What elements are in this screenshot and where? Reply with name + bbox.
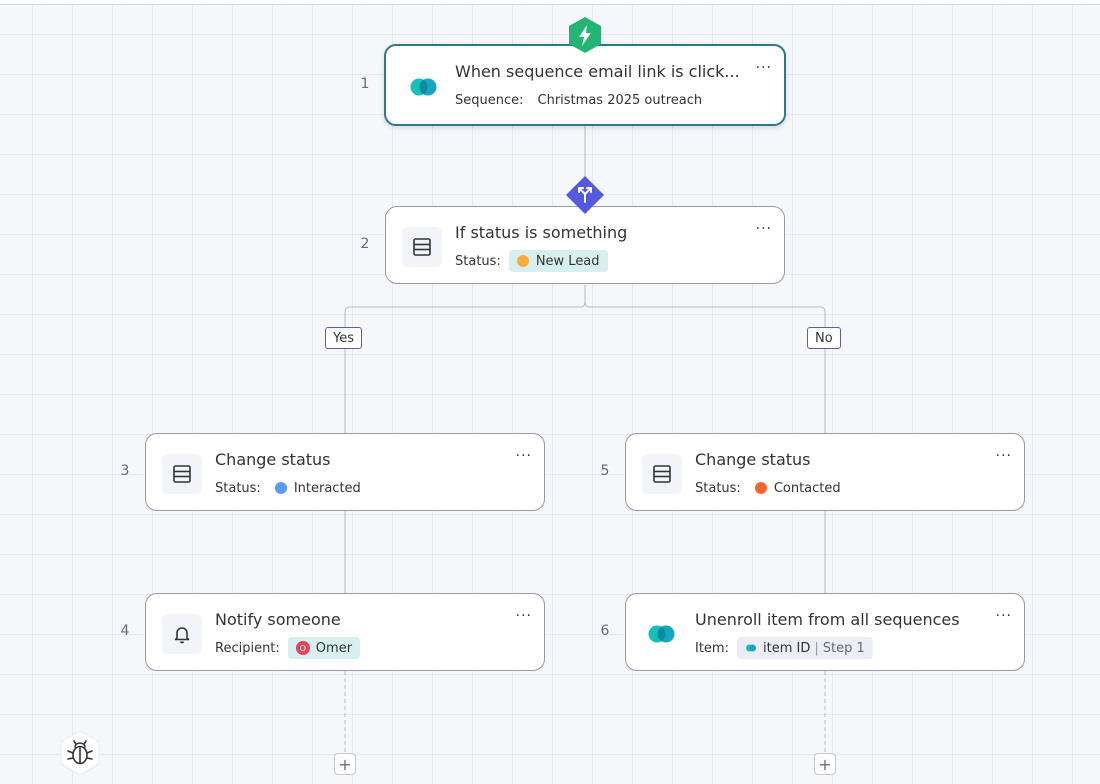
step-number: 5 <box>600 463 610 479</box>
detail-label: Status: <box>215 480 261 496</box>
item-id-value: item ID <box>762 640 811 656</box>
branch-icon <box>565 175 605 215</box>
branch-no-label: No <box>807 327 841 349</box>
more-options-button[interactable]: ··· <box>515 608 532 624</box>
more-options-button[interactable]: ··· <box>755 221 772 237</box>
action-card-notify[interactable]: Notify someone Recipient: O Omer ··· <box>145 593 545 671</box>
sequence-logo-icon <box>404 67 444 107</box>
step-title: Notify someone <box>215 610 341 629</box>
status-value: Contacted <box>773 480 841 496</box>
condition-card[interactable]: If status is something Status: New Lead … <box>385 206 785 284</box>
step-title: Change status <box>215 450 331 469</box>
board-table-icon <box>402 227 442 267</box>
status-value: New Lead <box>535 253 600 269</box>
bug-icon <box>60 730 100 776</box>
action-card-unenroll[interactable]: Unenroll item from all sequences Item: i… <box>625 593 1025 671</box>
avatar: O <box>295 641 310 655</box>
step-detail: Recipient: O Omer <box>215 637 361 659</box>
top-bar-edge <box>0 0 1100 5</box>
step-title: Change status <box>695 450 811 469</box>
detail-label: Sequence: <box>455 92 524 108</box>
status-dot <box>754 482 767 494</box>
action-card-change-status[interactable]: Change status Status: Contacted ··· <box>625 433 1025 511</box>
step-number: 4 <box>120 623 130 639</box>
more-options-button[interactable]: ··· <box>755 60 772 76</box>
item-id-pill[interactable]: item ID | Step 1 <box>736 637 873 659</box>
add-step-button[interactable]: + <box>334 753 356 775</box>
status-dot <box>274 482 287 494</box>
action-card-change-status[interactable]: Change status Status: Interacted ··· <box>145 433 545 511</box>
sequence-logo-icon <box>745 644 756 652</box>
step-number: 6 <box>600 623 610 639</box>
step-title: Unenroll item from all sequences <box>695 610 960 629</box>
more-options-button[interactable]: ··· <box>995 608 1012 624</box>
board-table-icon <box>162 454 202 494</box>
step-title: If status is something <box>455 223 628 242</box>
step-detail: Status: Contacted <box>695 477 849 499</box>
bell-icon <box>162 614 202 654</box>
lightning-icon <box>567 16 603 54</box>
status-pill[interactable]: Contacted <box>749 477 849 499</box>
status-pill[interactable]: Interacted <box>269 477 369 499</box>
step-number: 3 <box>120 463 130 479</box>
status-dot <box>516 255 529 267</box>
recipient-name: Omer <box>315 640 353 656</box>
sequence-value[interactable]: Christmas 2025 outreach <box>537 92 703 108</box>
branch-yes-label: Yes <box>325 327 362 349</box>
step-detail: Sequence: Christmas 2025 outreach <box>455 89 710 111</box>
board-table-icon <box>642 454 682 494</box>
trigger-card[interactable]: When sequence email link is click... Seq… <box>384 44 786 126</box>
detail-label: Status: <box>695 480 741 496</box>
status-pill[interactable]: New Lead <box>508 250 608 272</box>
step-title: When sequence email link is click... <box>455 62 740 81</box>
detail-label: Item: <box>695 640 729 656</box>
recipient-pill[interactable]: O Omer <box>287 637 361 659</box>
step-detail: Status: Interacted <box>215 477 369 499</box>
step-number: 1 <box>360 76 370 92</box>
detail-label: Status: <box>455 253 501 269</box>
status-value: Interacted <box>293 480 361 496</box>
step-number: 2 <box>360 236 370 252</box>
sequence-logo-icon <box>642 614 682 654</box>
debug-button[interactable] <box>58 729 102 777</box>
more-options-button[interactable]: ··· <box>995 448 1012 464</box>
divider: | <box>814 640 819 656</box>
item-source-step: Step 1 <box>822 640 865 656</box>
detail-label: Recipient: <box>215 640 280 656</box>
step-detail: Status: New Lead <box>455 250 608 272</box>
more-options-button[interactable]: ··· <box>515 448 532 464</box>
step-detail: Item: item ID | Step 1 <box>695 637 873 659</box>
add-step-button[interactable]: + <box>814 753 836 775</box>
